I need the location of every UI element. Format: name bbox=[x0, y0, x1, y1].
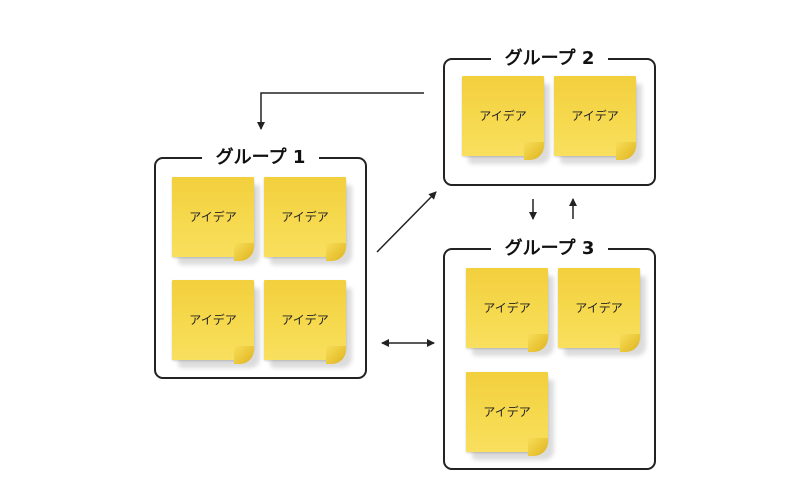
sticky-note-label: アイデア bbox=[483, 301, 531, 315]
group-3-title: グループ 3 bbox=[490, 238, 609, 259]
sticky-note-label: アイデア bbox=[189, 210, 237, 224]
sticky-note-label: アイデア bbox=[483, 405, 531, 419]
group-2-title: グループ 2 bbox=[490, 48, 609, 69]
sticky-note-label: アイデア bbox=[571, 109, 619, 123]
sticky-note-label: アイデア bbox=[281, 210, 329, 224]
sticky-note: アイデア bbox=[264, 177, 352, 265]
sticky-note-label: アイデア bbox=[575, 301, 623, 315]
sticky-note: アイデア bbox=[172, 177, 260, 265]
arrow-group1-to-group2 bbox=[376, 191, 437, 253]
group-1-title: グループ 1 bbox=[201, 147, 320, 168]
sticky-note: アイデア bbox=[558, 268, 646, 356]
sticky-note: アイデア bbox=[554, 76, 642, 164]
arrow-group2-to-group1 bbox=[257, 92, 424, 130]
sticky-note: アイデア bbox=[466, 372, 554, 460]
sticky-note: アイデア bbox=[466, 268, 554, 356]
sticky-note-label: アイデア bbox=[189, 313, 237, 327]
sticky-note: アイデア bbox=[462, 76, 550, 164]
sticky-note-label: アイデア bbox=[281, 313, 329, 327]
sticky-note-label: アイデア bbox=[479, 109, 527, 123]
sticky-note: アイデア bbox=[264, 280, 352, 368]
sticky-note: アイデア bbox=[172, 280, 260, 368]
